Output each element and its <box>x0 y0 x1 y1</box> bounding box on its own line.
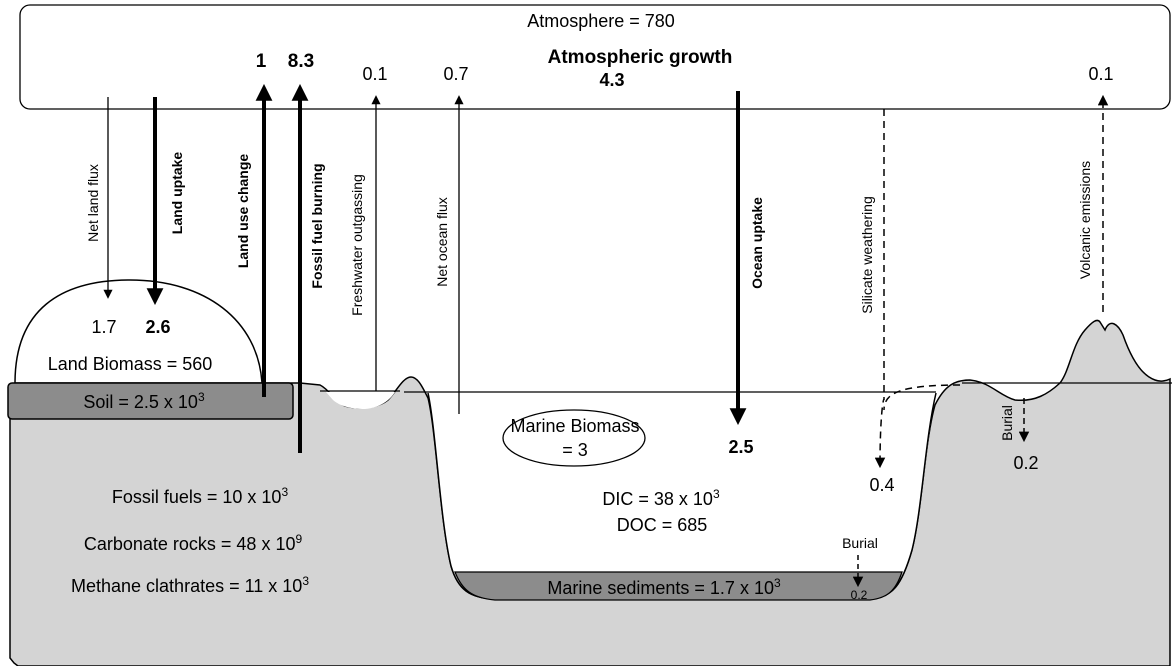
doc-label: DOC = 685 <box>617 515 708 535</box>
methane-clathrates-exponent: 3 <box>302 574 309 588</box>
net-ocean-flux-value: 0.7 <box>443 64 468 84</box>
land-biomass-dome <box>14 279 263 384</box>
marine-biomass-line1: Marine Biomass <box>510 416 639 436</box>
volcanic-emissions-value: 0.1 <box>1088 64 1113 84</box>
ocean-uptake-value: 2.5 <box>728 437 753 457</box>
soil-exponent: 3 <box>198 390 205 404</box>
volcanic-emissions-label: Volcanic emissions <box>1077 161 1093 279</box>
atmosphere-label: Atmosphere = 780 <box>527 11 675 31</box>
burial-ocean-label: Burial <box>842 535 878 551</box>
net-land-flux-label: Net land flux <box>85 164 101 242</box>
weathering-runoff-arrow <box>883 384 961 411</box>
fossil-fuels-text: Fossil fuels = 10 x 10 <box>112 487 282 507</box>
land-uptake-value: 2.6 <box>145 317 170 337</box>
marine-biomass-line2: = 3 <box>562 440 588 460</box>
land-uptake-label: Land uptake <box>169 152 185 235</box>
net-land-flux-value: 1.7 <box>91 317 116 337</box>
burial-right-label: Burial <box>999 405 1015 441</box>
net-ocean-flux-label: Net ocean flux <box>434 197 450 287</box>
atmospheric-growth-value: 4.3 <box>599 70 624 90</box>
silicate-weathering-arrow <box>874 109 886 469</box>
freshwater-outgassing-value: 0.1 <box>362 64 387 84</box>
land-use-change-value: 1 <box>256 51 267 72</box>
carbonate-rocks-label: Carbonate rocks = 48 x 109 <box>84 532 303 554</box>
land-biomass-label: Land Biomass = 560 <box>48 354 213 374</box>
fossil-fuel-burning-value: 8.3 <box>288 51 314 72</box>
atmosphere-box <box>19 4 1171 110</box>
fossil-fuel-burning-label: Fossil fuel burning <box>309 163 325 288</box>
land-use-change-label: Land use change <box>235 154 251 269</box>
fossil-fuels-exponent: 3 <box>281 485 288 499</box>
atmospheric-growth-label: Atmospheric growth <box>548 47 733 68</box>
freshwater-pond <box>326 392 395 409</box>
marine-sediments-exponent: 3 <box>774 576 781 590</box>
marine-sediments <box>454 571 903 601</box>
dic-label: DIC = 38 x 103 <box>602 487 720 509</box>
soil-box <box>7 382 294 420</box>
carbonate-rocks-text: Carbonate rocks = 48 x 10 <box>84 534 296 554</box>
soil-text: Soil = 2.5 x 10 <box>83 392 198 412</box>
marine-sediments-text: Marine sediments = 1.7 x 10 <box>547 578 774 598</box>
methane-clathrates-label: Methane clathrates = 11 x 103 <box>71 574 309 596</box>
silicate-weathering-value: 0.4 <box>869 475 894 495</box>
burial-right-value: 0.2 <box>1013 453 1038 473</box>
marine-sediments-label: Marine sediments = 1.7 x 103 <box>547 576 781 598</box>
dic-exponent: 3 <box>713 487 720 501</box>
fossil-fuels-label: Fossil fuels = 10 x 103 <box>112 485 289 507</box>
freshwater-outgassing-label: Freshwater outgassing <box>349 174 365 316</box>
ocean-uptake-label: Ocean uptake <box>749 197 765 289</box>
marine-biomass-ellipse <box>502 409 646 467</box>
soil-label: Soil = 2.5 x 103 <box>83 390 205 412</box>
methane-clathrates-text: Methane clathrates = 11 x 10 <box>71 576 302 596</box>
carbonate-rocks-exponent: 9 <box>295 532 302 546</box>
silicate-weathering-label: Silicate weathering <box>859 196 875 314</box>
dic-text: DIC = 38 x 10 <box>602 489 713 509</box>
burial-ocean-value: 0.2 <box>851 588 868 602</box>
